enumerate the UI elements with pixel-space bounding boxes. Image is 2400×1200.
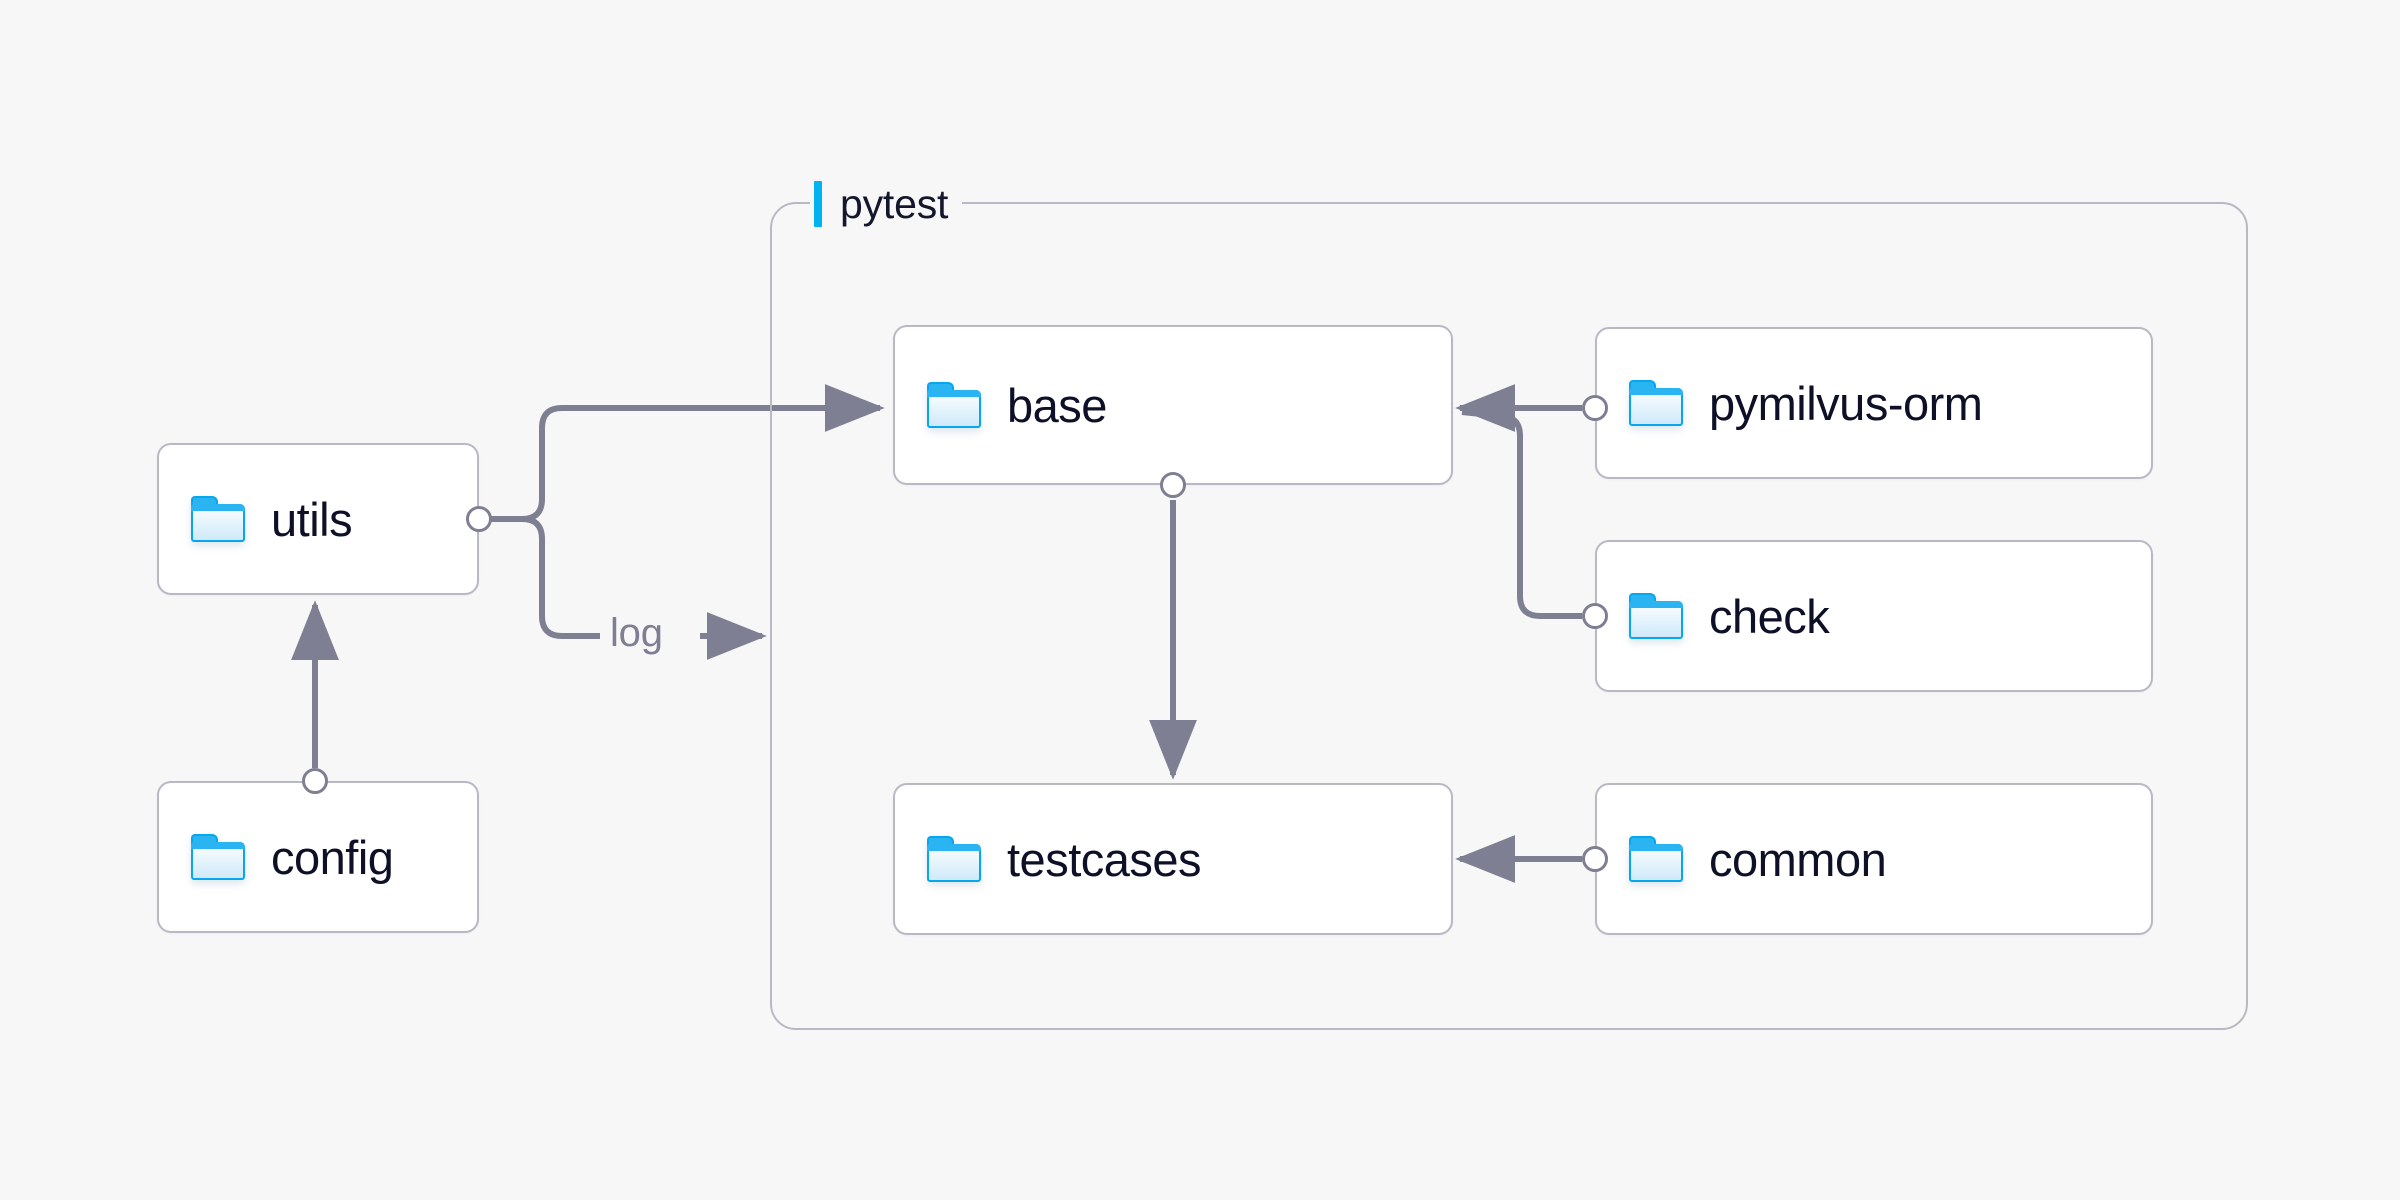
folder-icon	[927, 836, 981, 882]
folder-icon	[927, 382, 981, 428]
edge-utils-to-pytest-log	[487, 516, 600, 639]
group-title-text: pytest	[840, 180, 949, 227]
group-accent-bar	[814, 181, 822, 227]
node-testcases-label: testcases	[1007, 832, 1202, 886]
handle-utils-right[interactable]	[466, 506, 492, 532]
folder-icon	[1629, 836, 1683, 882]
node-pymilvus-orm-label: pymilvus-orm	[1709, 376, 1983, 430]
handle-config-top[interactable]	[302, 768, 328, 794]
folder-icon	[1629, 380, 1683, 426]
node-pymilvus-orm[interactable]: pymilvus-orm	[1595, 327, 2153, 479]
handle-base-bottom[interactable]	[1160, 472, 1186, 498]
node-utils-label: utils	[271, 492, 353, 546]
handle-check-left[interactable]	[1582, 603, 1608, 629]
node-base-label: base	[1007, 378, 1107, 432]
handle-pymilvus-orm-left[interactable]	[1582, 395, 1608, 421]
node-config[interactable]: config	[157, 781, 479, 933]
node-base[interactable]: base	[893, 325, 1453, 485]
folder-icon	[191, 834, 245, 880]
handle-common-left[interactable]	[1582, 846, 1608, 872]
group-pytest-label: pytest	[810, 175, 963, 233]
edge-label-log: log	[604, 613, 669, 653]
node-common-label: common	[1709, 832, 1887, 886]
node-check-label: check	[1709, 589, 1830, 643]
node-testcases[interactable]: testcases	[893, 783, 1453, 935]
node-config-label: config	[271, 830, 394, 884]
folder-icon	[1629, 593, 1683, 639]
node-check[interactable]: check	[1595, 540, 2153, 692]
node-utils[interactable]: utils	[157, 443, 479, 595]
folder-icon	[191, 496, 245, 542]
group-pytest[interactable]	[770, 202, 2248, 1030]
node-common[interactable]: common	[1595, 783, 2153, 935]
